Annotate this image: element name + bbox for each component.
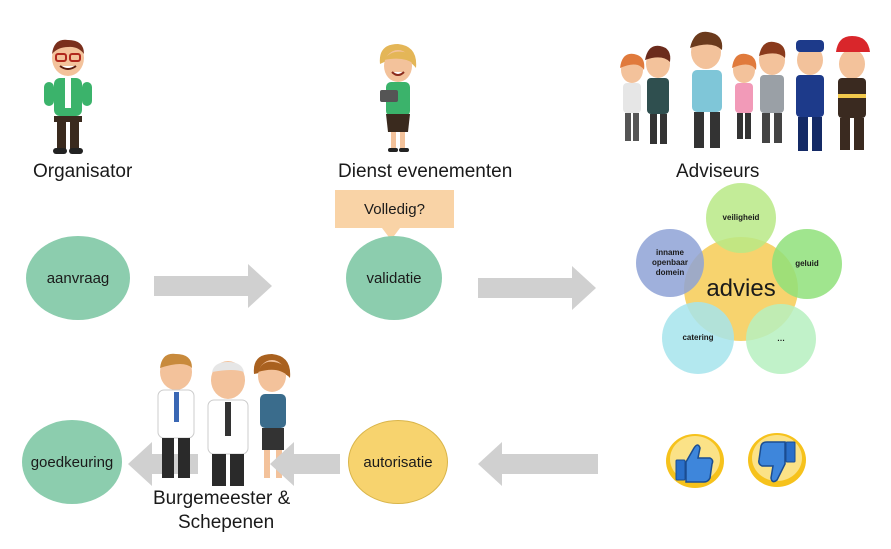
organisator-figure-icon — [44, 39, 92, 154]
arrow-autorisatie-to-burgemeester — [270, 442, 340, 486]
advies-veiligheid-label: veiligheid — [722, 213, 760, 222]
role-label-adviseurs: Adviseurs — [676, 161, 760, 182]
advies-catering-label: catering — [682, 333, 714, 342]
role-label-organisator: Organisator — [33, 161, 133, 182]
advies-geluid-label: geluid — [795, 259, 819, 268]
adviseurs-group-icon — [620, 31, 870, 151]
node-goedkeuring: goedkeuring — [22, 420, 122, 504]
advies-veiligheid: veiligheid — [706, 183, 776, 253]
node-aanvraag: aanvraag — [26, 236, 130, 320]
role-label-dienst: Dienst evenementen — [338, 161, 513, 182]
burgemeester-group-icon — [157, 353, 291, 486]
advies-center-label: advies — [706, 275, 776, 302]
advies-inname-line2: openbaar — [651, 258, 688, 267]
advies-geluid: geluid — [772, 229, 842, 299]
arrow-advies-to-autorisatie — [478, 442, 598, 486]
node-validatie: validatie — [346, 236, 442, 320]
advies-dots-label: … — [777, 334, 785, 343]
thumbs-down-icon — [748, 433, 806, 487]
role-label-burgemeester-line1: Burgemeester & — [153, 488, 291, 509]
arrow-validatie-to-advies — [478, 266, 596, 310]
dienst-figure-icon — [379, 44, 417, 152]
advies-inname: inname openbaar domein — [636, 229, 704, 297]
advies-inname-line1: inname — [655, 248, 684, 257]
node-autorisatie: autorisatie — [348, 420, 448, 504]
role-label-burgemeester-line2: Schepenen — [178, 512, 275, 533]
advies-dots: … — [746, 304, 816, 374]
advies-catering: catering — [662, 302, 734, 374]
thumbs-up-icon — [666, 434, 724, 488]
advies-inname-line3: domein — [655, 268, 685, 277]
volledig-callout: Volledig? — [335, 190, 454, 228]
arrow-aanvraag-to-validatie — [154, 264, 272, 308]
